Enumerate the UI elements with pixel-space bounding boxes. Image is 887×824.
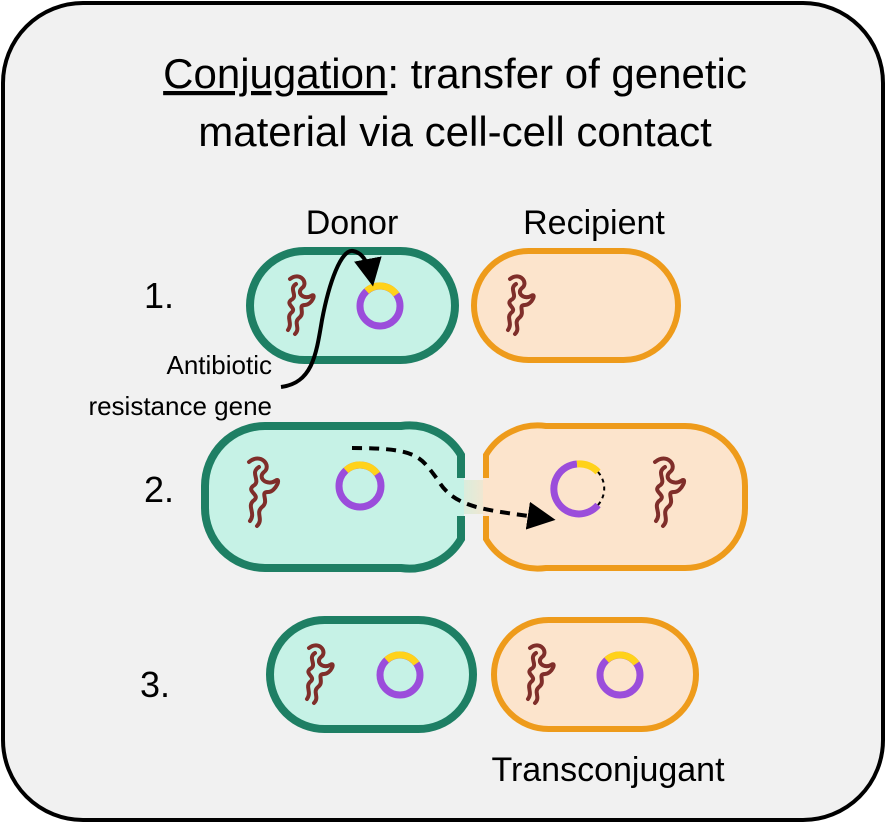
step-3-transconjugant-cell xyxy=(491,617,699,732)
step-2-donor-cell xyxy=(201,421,465,573)
gene-pointer-arrow xyxy=(280,249,382,389)
partial-plasmid-icon xyxy=(550,460,606,518)
step-1-donor-cell xyxy=(246,247,459,364)
title-line-2: material via cell-cell contact xyxy=(198,108,712,155)
title-line1-rest: : transfer of genetic xyxy=(387,50,747,97)
chromosome-icon xyxy=(286,274,316,336)
transconjugant-label: Transconjugant xyxy=(491,751,725,789)
step-1-recipient-cell xyxy=(471,248,681,363)
title-line-1: Conjugation: transfer of genetic xyxy=(163,50,747,97)
step-3-label: 3. xyxy=(140,664,170,705)
title-term: Conjugation xyxy=(163,50,387,97)
step-3-donor-cell xyxy=(266,616,477,733)
chromosome-icon xyxy=(653,456,686,528)
transfer-arrow xyxy=(351,446,556,530)
chromosome-icon xyxy=(247,456,280,528)
donor-label: Donor xyxy=(306,204,399,242)
gene-label-line-1: Antibiotic xyxy=(167,350,273,380)
chromosome-icon xyxy=(305,643,335,705)
step-1-label: 1. xyxy=(144,275,174,316)
plasmid-icon xyxy=(596,651,644,699)
chromosome-icon xyxy=(526,643,556,705)
plasmid-icon xyxy=(335,461,385,511)
step-2-label: 2. xyxy=(144,469,174,510)
gene-label-line-2: resistance gene xyxy=(88,391,272,421)
recipient-label: Recipient xyxy=(523,204,665,242)
chromosome-icon xyxy=(506,274,536,336)
plasmid-icon xyxy=(376,651,424,699)
step-2-recipient-cell xyxy=(483,422,748,572)
